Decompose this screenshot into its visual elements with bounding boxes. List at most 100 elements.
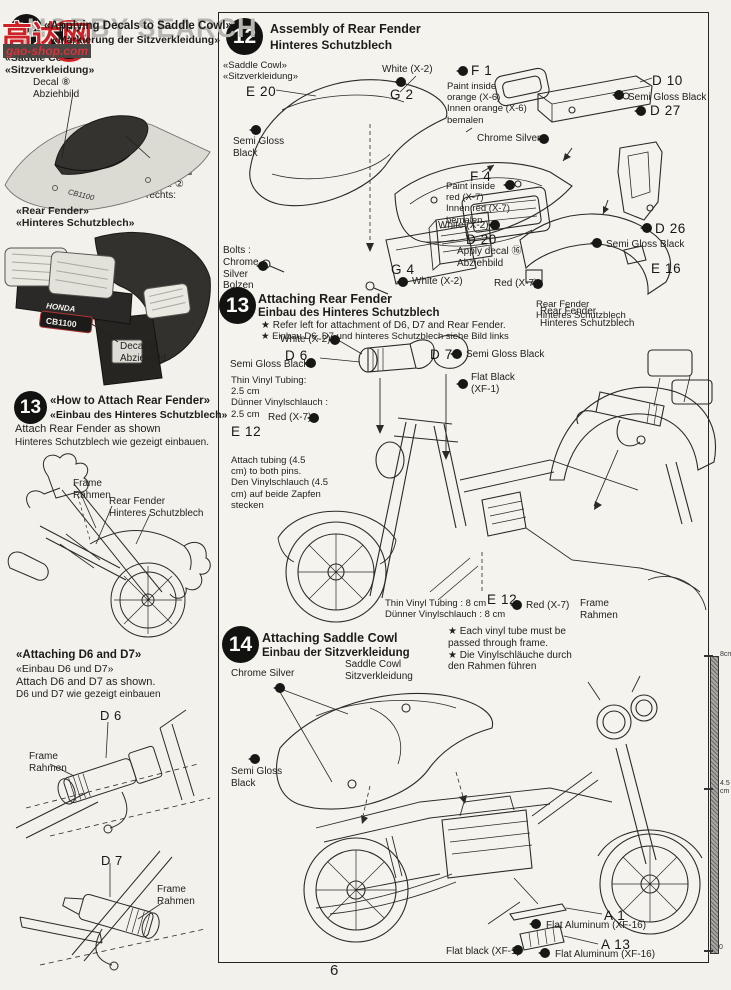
step-14-badge: 14 — [222, 626, 259, 663]
step13-title-de: Einbau des Hinteres Schutzblech — [258, 307, 440, 319]
part-code-d7-left: D 7 — [101, 853, 123, 868]
paint-dot-white-3 — [396, 277, 408, 287]
left-step12-title-en: «Applying Decals to Saddle Cowl» — [44, 20, 232, 32]
part-code-g2: G 2 — [390, 87, 414, 102]
d7-attachment-diagram — [19, 850, 206, 971]
part-code-f1: F 1 — [471, 63, 493, 78]
paint-label-chrome-silver-14: Chrome Silver — [231, 668, 295, 679]
paint-label-a13: Flat Aluminum (XF-16) — [555, 949, 656, 960]
gaoshop-watermark-url: gao-shop.com — [3, 44, 92, 58]
paint-label-semi-gloss-black-1: Semi Gloss Black — [233, 136, 285, 159]
paint-dot-f4 — [503, 180, 515, 190]
part-code-e12: E 12 — [231, 424, 262, 439]
paint-dot-semi-gloss-black-3 — [590, 238, 602, 248]
step14-saddle-cowl-diagram — [276, 675, 703, 951]
step-12-badge: 12 — [226, 18, 263, 55]
step12-title-de: Hinteres Schutzblech — [270, 38, 393, 52]
d6-attachment-diagram — [15, 709, 211, 839]
paint-label-red-1: Red (X-7) — [494, 278, 538, 289]
left-d6d7-body-de: D6 und D7 wie gezeigt einbauen — [16, 689, 161, 700]
paint-dot-chrome-silver — [537, 134, 549, 144]
ruler-tick-mid — [704, 788, 713, 790]
paint-dot-semi-gloss-black-2 — [612, 90, 624, 100]
paint-dot-white-d6 — [328, 335, 340, 345]
paint-dot-flat-black-d7 — [456, 379, 468, 389]
left-step13-body-en: Attach Rear Fender as shown — [15, 423, 161, 435]
saddle-cowl-photo-diagram: CB1100 — [4, 92, 211, 211]
d20-decal-note: Apply decal ⑯ Abziehbild — [457, 246, 522, 269]
paint-dot-semi-gloss-d6 — [304, 358, 316, 368]
left-step13-body-de: Hinteres Schutzblech wie gezeigt einbaue… — [15, 437, 210, 448]
ruler-label-8cm: 8cm — [720, 651, 731, 658]
part-code-d7: D 7 — [430, 347, 453, 362]
left-step12-title-de: «Markierung der Sitzverkleidung» — [52, 34, 221, 46]
paint-label-semi-gloss-black-2: Semi Gloss Black — [628, 92, 707, 103]
step12-saddle-cowl-label: «Saddle Cowl» «Sitzverkleidung» — [223, 60, 298, 83]
attach-tubing-note: Attach tubing (4.5 cm) to both pins. Den… — [231, 455, 328, 511]
page-number: 6 — [330, 962, 339, 979]
paint-dot-f1 — [456, 66, 468, 76]
part-code-a13: A 13 — [601, 937, 631, 952]
f1-paint-note: Paint inside orange (X-6) Innen orange (… — [447, 81, 527, 126]
paint-label-flat-black-14: Flat black (XF-1) — [446, 946, 520, 957]
part-code-e16: E 16 — [651, 261, 682, 276]
left-decal8-label: Decal ⑧ Abziehbild — [33, 77, 80, 100]
paint-dot-bolts — [256, 261, 268, 271]
ruler-tick-top — [704, 655, 713, 657]
left-d6d7-title-de: «Einbau D6 und D7» — [16, 663, 114, 675]
left-d7-frame-label: Frame Rahmen — [157, 884, 195, 907]
paint-label-white-g2: White (X-2) — [382, 64, 433, 75]
step14-title-de: Einbau der Sitzverkleidung — [262, 647, 410, 659]
paint-label-semi-gloss-black-3: Semi Gloss Black — [606, 239, 685, 250]
step12-title-en: Assembly of Rear Fender — [270, 22, 421, 36]
paint-dot-d27 — [634, 106, 646, 116]
svg-text:HONDA: HONDA — [46, 301, 76, 314]
paint-dot-red-e12-b — [510, 600, 522, 610]
paint-dot-white-2 — [488, 220, 500, 230]
tubing-25-label: Thin Vinyl Tubing: 2.5 cm Dünner Vinylsc… — [231, 375, 328, 420]
attach-fender-hands-diagram — [7, 453, 211, 638]
paint-label-red-e12-b: Red (X-7) — [526, 600, 570, 611]
tubing-length-ruler — [710, 656, 719, 954]
paint-label-white-2: White (X-2) — [438, 220, 489, 231]
paint-label-semi-gloss-d7: Semi Gloss Black — [466, 349, 545, 360]
part-code-d10: D 10 — [652, 73, 683, 88]
paint-label-white-3: White (X-2) — [412, 276, 463, 287]
ruler-label-45cm: 4.5 cm — [720, 780, 730, 795]
part-code-a1: A 1 — [604, 908, 626, 923]
part-code-d26: D 26 — [655, 221, 686, 236]
part-code-d6: D 6 — [285, 348, 308, 363]
paint-dot-a1 — [529, 919, 541, 929]
step13-frame-label: Frame Rahmen — [580, 598, 618, 621]
left-step13-title-en: «How to Attach Rear Fender» — [50, 395, 210, 407]
part-code-f4: F 4 — [470, 169, 492, 184]
paint-label-a1: Flat Aluminum (XF-16) — [546, 920, 647, 931]
paint-dot-semi-gloss-14 — [248, 754, 260, 764]
step13-note-en: ★ Refer left for attachment of D6, D7 an… — [261, 320, 506, 331]
paint-dot-semi-gloss-black-1 — [249, 125, 261, 135]
step14-title-en: Attaching Saddle Cowl — [262, 631, 398, 645]
step13-assembly-diagram — [277, 334, 716, 623]
step12-rear-fender-label: Rear Fender Hinteres Schutzblech — [536, 299, 626, 322]
paint-label-chrome-silver: Chrome Silver — [477, 133, 541, 144]
rear-fender-photo-diagram: HONDA CB1100 — [4, 231, 211, 386]
left-d6-frame-label: Frame Rahmen — [29, 751, 67, 774]
paint-dot-flat-black-14 — [511, 945, 523, 955]
part-code-d20: D 20 — [466, 232, 497, 247]
step13-title-en: Attaching Rear Fender — [258, 292, 393, 306]
paint-label-flat-black-d7: Flat Black (XF-1) — [471, 372, 515, 395]
paint-dot-red-1 — [531, 279, 543, 289]
paint-dot-d26 — [640, 223, 652, 233]
part-code-d6-left: D 6 — [100, 708, 122, 723]
left-rear-fender-callout: Rear Fender Hinteres Schutzblech — [109, 496, 204, 519]
paint-dot-red-e12 — [307, 413, 319, 423]
paint-label-red-e12: Red (X-7) — [268, 412, 312, 423]
step12-assembly-diagram — [249, 67, 672, 296]
paint-label-semi-gloss-14: Semi Gloss Black — [231, 766, 283, 789]
part-code-d27: D 27 — [650, 103, 681, 118]
ruler-tick-bottom — [704, 950, 713, 952]
svg-text:CB1100: CB1100 — [45, 316, 77, 330]
left-d6d7-title-en: «Attaching D6 and D7» — [16, 649, 142, 661]
bolts-chrome-silver-label: Bolts : Chrome Silver Bolzen — [223, 245, 259, 292]
